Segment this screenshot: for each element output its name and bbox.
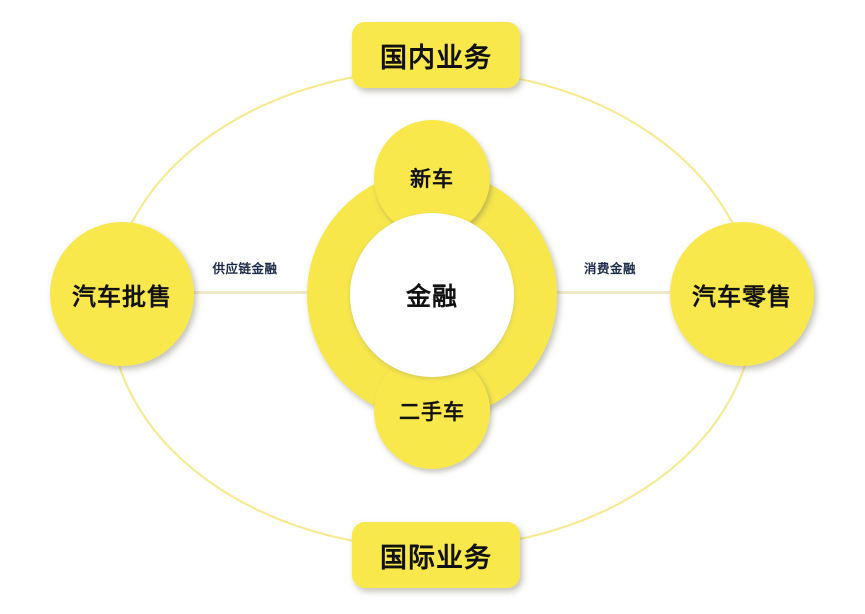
finance-ring[interactable] (306, 170, 557, 420)
box-international-business[interactable] (352, 522, 520, 588)
satellite-circle-new-car[interactable] (374, 120, 490, 236)
box-domestic-business[interactable] (352, 22, 520, 88)
finance-hub-inner (350, 213, 514, 377)
edge-label-supply-chain-finance: 供应链金融 (212, 261, 278, 276)
side-circle-wholesale[interactable] (50, 222, 194, 366)
side-circle-retail[interactable] (670, 222, 814, 366)
satellite-circle-used-car[interactable] (374, 353, 490, 469)
edge-label-consumer-finance: 消费金融 (583, 261, 636, 276)
